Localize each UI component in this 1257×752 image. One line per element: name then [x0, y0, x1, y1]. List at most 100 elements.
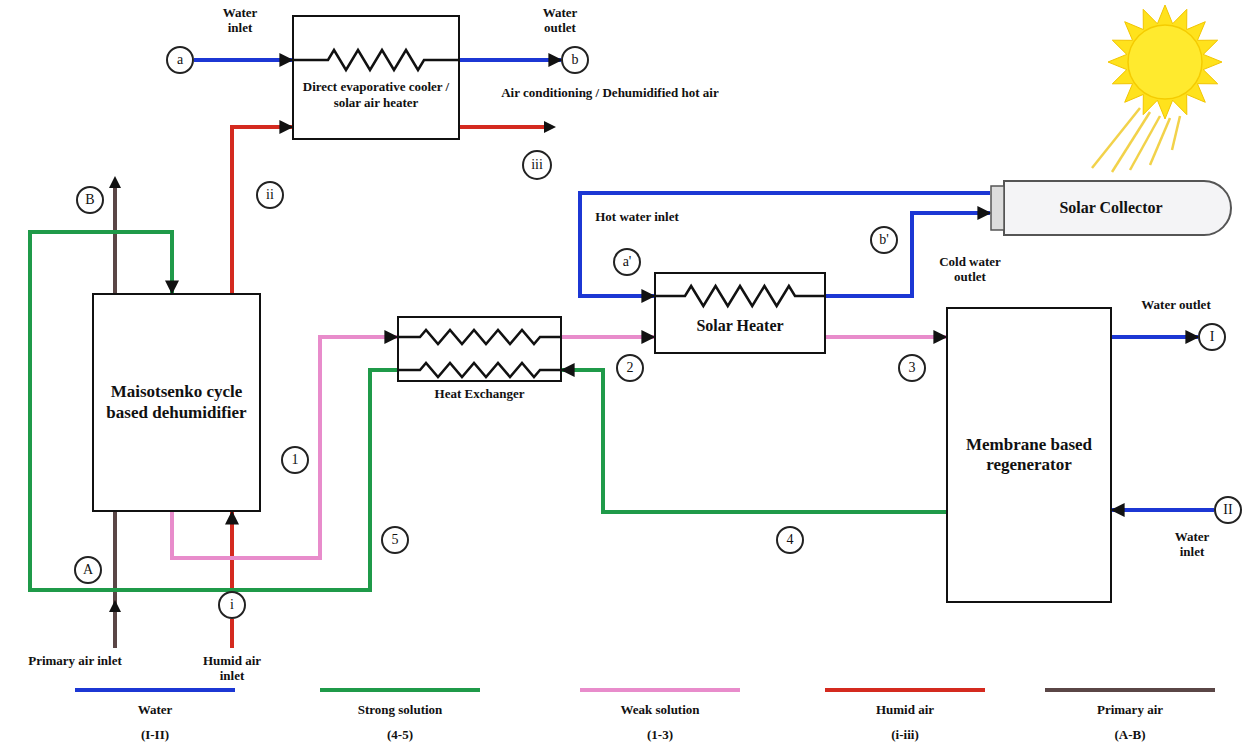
legend-range: (A-B) [1080, 728, 1180, 743]
flow-line [230, 512, 234, 591]
state-point-callout: 3 [898, 354, 926, 382]
state-point-callout: 5 [381, 526, 409, 554]
flow-line [30, 232, 397, 590]
legend-text: Humid air [825, 702, 985, 718]
sunlight-ray [1150, 118, 1170, 165]
state-point-callout: a' [613, 248, 641, 276]
callout-text: b [572, 52, 579, 69]
legend-swatch [320, 688, 480, 692]
primary-air-line [113, 180, 117, 293]
regenerator-box: Membrane based regenerator [946, 307, 1112, 603]
legend-range: (1-3) [610, 728, 710, 743]
connector-layer [30, 60, 1214, 591]
heater-coil [654, 286, 826, 306]
legend-swatch [580, 688, 740, 692]
humid-air-line [230, 619, 234, 648]
solar-heater-box: Solar Heater [654, 272, 826, 354]
callout-text: B [85, 192, 94, 209]
legend-range: (I-II) [105, 728, 205, 743]
state-point-callout: a [166, 46, 194, 74]
port-label: Humid air inlet [192, 654, 272, 684]
flow-line [580, 193, 990, 296]
state-point-callout: 2 [616, 354, 644, 382]
box-text: Direct evaporative cooler / solar air he… [302, 79, 450, 110]
legend-swatch [825, 688, 985, 692]
legend-swatch [1045, 688, 1215, 692]
port-label: Hot water inlet [592, 210, 682, 225]
state-point-callout: i [218, 591, 246, 619]
collector-tube [1004, 181, 1231, 235]
flow-line [826, 335, 946, 339]
state-point-callout: A [74, 556, 102, 584]
flow-line [172, 337, 397, 558]
primary-air-line [113, 512, 117, 648]
sun-rays [1108, 5, 1222, 119]
box-text: Solar Collector [1059, 198, 1162, 217]
port-label: Water inlet [1162, 530, 1222, 560]
port-label: Water inlet [210, 6, 270, 36]
collector-header [991, 186, 1004, 230]
callout-text: 5 [392, 532, 399, 549]
flow-line [194, 58, 292, 62]
callout-text: i [230, 597, 234, 614]
arrow-head [109, 600, 121, 612]
box-text: Solar Heater [696, 316, 783, 335]
sun-disc [1128, 25, 1202, 99]
callout-text: A [83, 562, 93, 579]
state-point-callout: B [76, 186, 104, 214]
port-label: Cold water outlet [925, 255, 1015, 285]
callout-text: ii [266, 187, 274, 204]
solar-collector: Solar Collector [990, 180, 1232, 236]
state-point-callout: ii [256, 181, 284, 209]
legend-swatch [75, 688, 235, 692]
callout-text: 2 [627, 360, 634, 377]
sunlight-ray [1130, 116, 1160, 170]
state-point-callout: iii [522, 150, 552, 180]
port-label: Air conditioning / Dehumidified hot air [485, 86, 735, 101]
cooler-coil [292, 50, 460, 70]
callout-text: a' [623, 254, 632, 271]
state-point-callout: b' [870, 226, 898, 254]
dehumidifier-box: Maisotsenko cycle based dehumidifier [92, 293, 261, 512]
decoration-layer [109, 5, 1222, 648]
state-point-callout: 1 [281, 446, 309, 474]
box-text: Maisotsenko cycle based dehumidifier [104, 382, 249, 423]
state-point-callout: I [1198, 323, 1226, 351]
flow-line [232, 127, 292, 293]
arrow-head [109, 176, 121, 188]
callout-text: 4 [787, 532, 794, 549]
flow-line [562, 335, 654, 339]
state-point-callout: II [1214, 496, 1242, 524]
callout-text: iii [531, 157, 543, 174]
callout-text: II [1223, 502, 1232, 519]
flow-line [562, 370, 946, 512]
callout-text: a [177, 52, 183, 69]
legend-range: (4-5) [350, 728, 450, 743]
legend-text: Primary air [1050, 702, 1210, 718]
callout-text: 1 [292, 452, 299, 469]
heat-exchanger-box: Heat Exchanger [397, 316, 562, 382]
arrow-head [544, 121, 556, 133]
air-outlet-line [460, 125, 548, 129]
legend-text: Weak solution [580, 702, 740, 718]
legend-text: Water [75, 702, 235, 718]
exchanger-coil [397, 330, 562, 344]
sunlight-ray [1172, 116, 1180, 150]
state-point-callout: 4 [776, 526, 804, 554]
legend-text: Strong solution [320, 702, 480, 718]
callout-text: b' [879, 232, 889, 249]
port-label: Water outlet [530, 6, 590, 36]
box-text: Heat Exchanger [435, 386, 525, 402]
flow-line [1112, 335, 1198, 339]
callout-text: I [1210, 329, 1215, 346]
flow-line [460, 58, 561, 62]
flow-line [1112, 508, 1214, 512]
cooler-heater-box: Direct evaporative cooler / solar air he… [292, 15, 460, 140]
exchanger-coil [397, 363, 562, 377]
legend-range: (i-iii) [855, 728, 955, 743]
port-label: Primary air inlet [25, 654, 125, 669]
port-label: Water outlet [1124, 298, 1228, 313]
box-text: Membrane based regenerator [958, 435, 1100, 476]
callout-text: 3 [909, 360, 916, 377]
